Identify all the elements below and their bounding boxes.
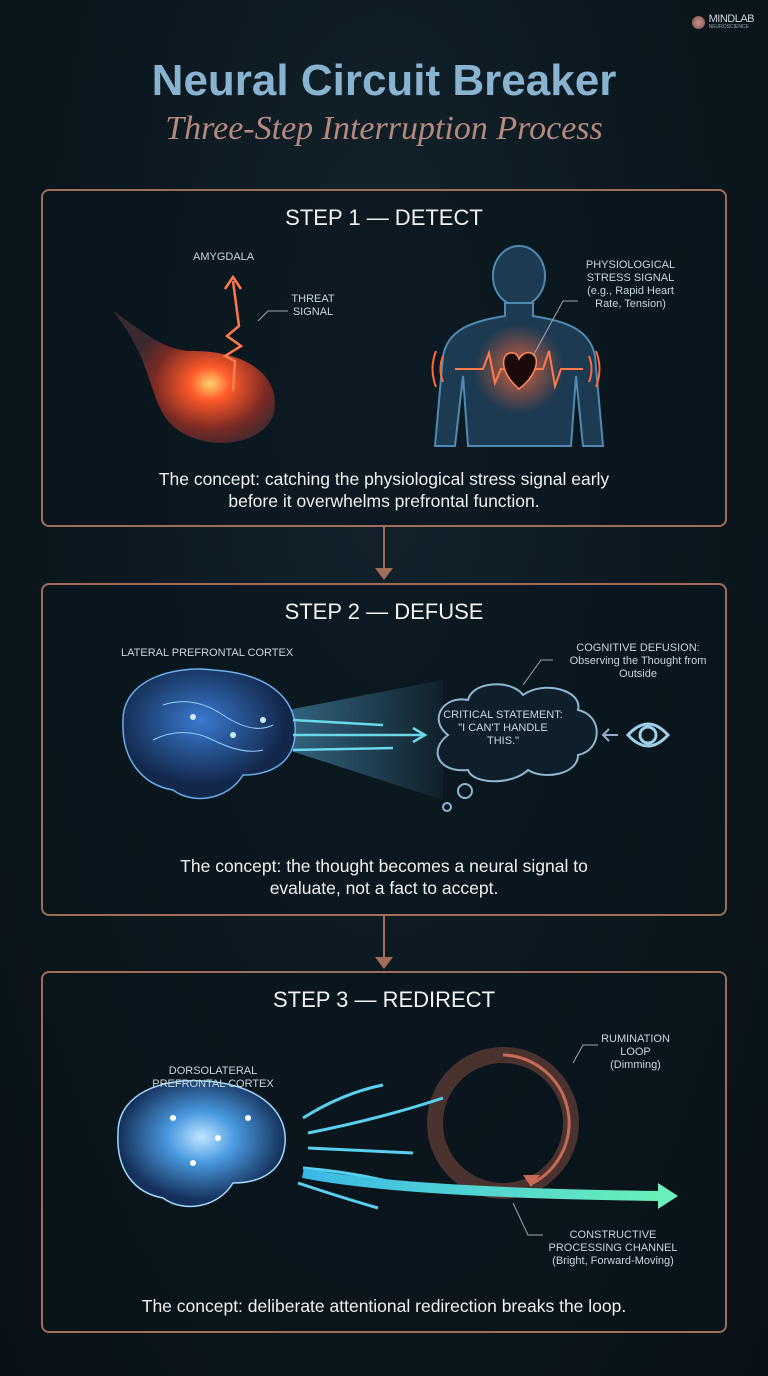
rumination-loop-icon bbox=[427, 1047, 579, 1199]
brain-icon bbox=[122, 668, 296, 800]
amygdala-label: AMYGDALA bbox=[193, 251, 255, 263]
cortex-label: DORSOLATERAL PREFRONTAL CORTEX bbox=[152, 1065, 274, 1090]
step-3-panel: STEP 3 — REDIRECT DORSOLATERAL PREFRONTA… bbox=[41, 971, 727, 1333]
connector-line bbox=[383, 916, 385, 958]
defusion-label: COGNITIVE DEFUSION: Observing the Though… bbox=[558, 642, 718, 681]
step-2-title: STEP 2 — DEFUSE bbox=[284, 599, 484, 624]
arrow-icon bbox=[375, 568, 393, 580]
heart-icon bbox=[502, 351, 538, 390]
step-1-panel: STEP 1 — DETECT AMYGDALA THREAT SIGNAL P… bbox=[41, 189, 727, 527]
step-1-concept: The concept: catching the physiological … bbox=[43, 468, 725, 512]
eye-icon bbox=[625, 722, 671, 748]
amygdala-icon bbox=[113, 274, 288, 443]
step-3-illustration bbox=[117, 1044, 678, 1236]
step-3-title: STEP 3 — REDIRECT bbox=[272, 987, 496, 1012]
page-subtitle: Three-Step Interruption Process bbox=[165, 110, 603, 147]
arrow-icon bbox=[375, 957, 393, 969]
brain-logo-icon bbox=[691, 15, 705, 29]
concept-line: evaluate, not a fact to accept. bbox=[269, 878, 499, 898]
step-1-illustration bbox=[113, 245, 605, 447]
stress-signal-label: PHYSIOLOGICAL STRESS SIGNAL (e.g., Rapid… bbox=[585, 259, 676, 310]
constructive-label: CONSTRUCTIVE PROCESSING CHANNEL (Bright,… bbox=[548, 1229, 678, 1267]
concept-line: The concept: the thought becomes a neura… bbox=[180, 856, 588, 876]
page-title: Neural Circuit Breaker bbox=[151, 56, 617, 105]
brand-tagline: NEUROSCIENCE bbox=[708, 24, 749, 30]
cortex-label: LATERAL PREFRONTAL CORTEX bbox=[121, 647, 294, 659]
connector-line bbox=[383, 527, 385, 569]
thought-label: CRITICAL STATEMENT: "I CAN'T HANDLE THIS… bbox=[443, 709, 563, 747]
brand-logo: MINDLAB NEUROSCIENCE bbox=[691, 13, 755, 30]
threat-signal-label: THREAT SIGNAL bbox=[291, 293, 335, 318]
brain-icon bbox=[117, 1079, 286, 1208]
step-2-concept: The concept: the thought becomes a neura… bbox=[43, 855, 725, 899]
rumination-label: RUMINATION LOOP (Dimming) bbox=[601, 1033, 670, 1071]
step-3-concept: The concept: deliberate attentional redi… bbox=[141, 1296, 627, 1316]
brand-name: MINDLAB bbox=[708, 13, 755, 25]
defusion-desc: Observing the Thought from Outside bbox=[569, 655, 707, 680]
defusion-title: COGNITIVE DEFUSION: bbox=[576, 642, 700, 654]
concept-line: The concept: catching the physiological … bbox=[158, 469, 610, 489]
step-2-illustration bbox=[122, 659, 671, 812]
thought-cloud-icon bbox=[436, 683, 598, 812]
concept-line: before it overwhelms prefrontal function… bbox=[228, 491, 540, 511]
step-2-panel: STEP 2 — DEFUSE LATERAL PREFRONTAL CORTE… bbox=[41, 583, 727, 916]
step-1-title: STEP 1 — DETECT bbox=[285, 205, 483, 230]
